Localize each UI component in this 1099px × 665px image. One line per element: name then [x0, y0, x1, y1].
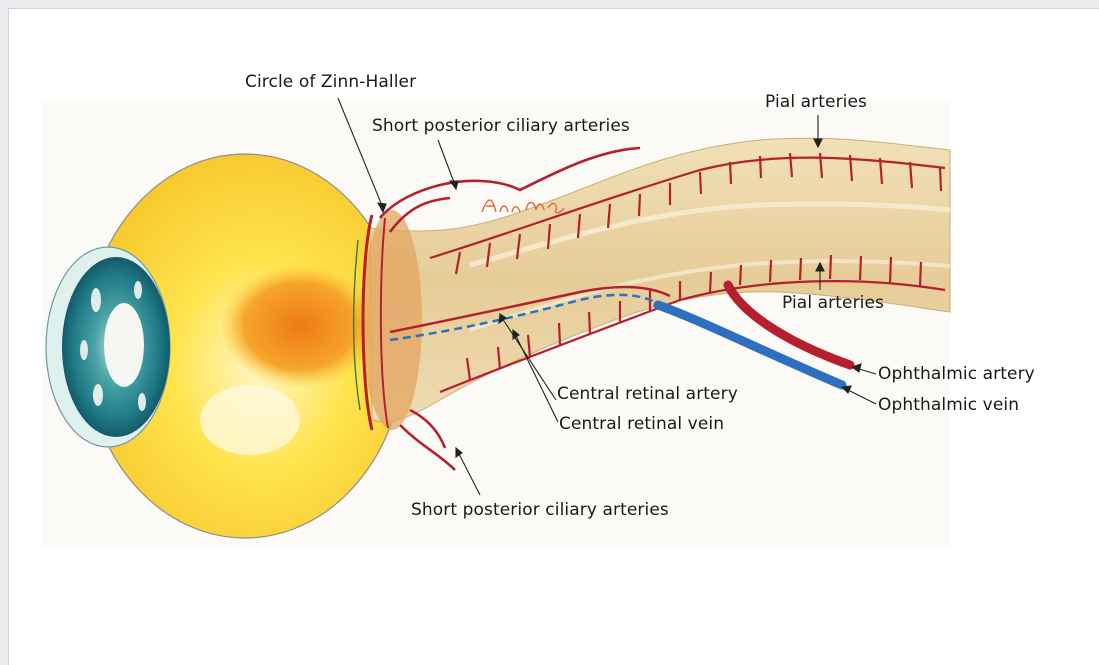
label-central-retinal-artery: Central retinal artery: [557, 384, 738, 404]
label-ophthalmic-artery: Ophthalmic artery: [878, 364, 1035, 384]
label-pial-arteries-top: Pial arteries: [765, 92, 867, 112]
label-short-posterior-ciliary-arteries-bottom: Short posterior ciliary arteries: [411, 500, 669, 520]
label-circle-of-zinn-haller: Circle of Zinn-Haller: [245, 72, 416, 92]
label-pial-arteries-bottom: Pial arteries: [782, 293, 884, 313]
label-central-retinal-vein: Central retinal vein: [559, 414, 724, 434]
artist-signature: [478, 190, 568, 220]
label-short-posterior-ciliary-arteries-top: Short posterior ciliary arteries: [372, 116, 630, 136]
iris-cornea: [46, 247, 170, 447]
label-ophthalmic-vein: Ophthalmic vein: [878, 395, 1019, 415]
